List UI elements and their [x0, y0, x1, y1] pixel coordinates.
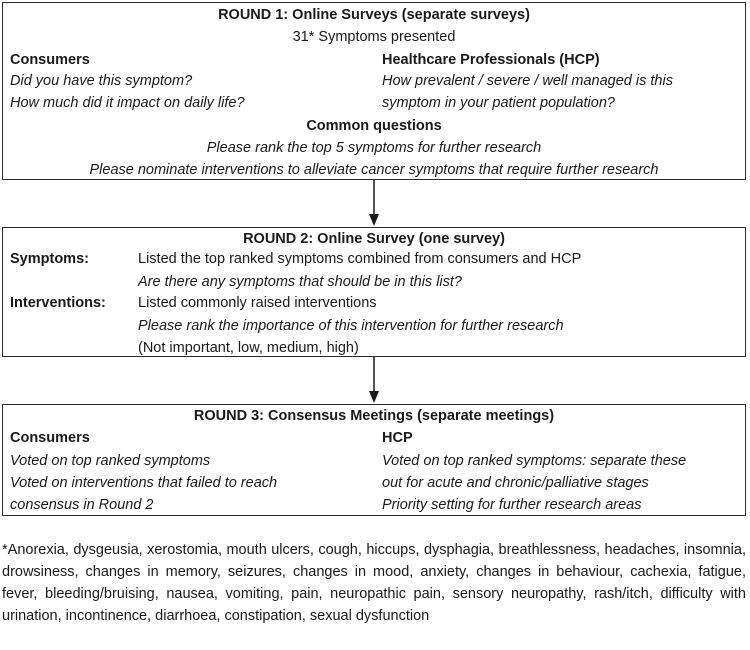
round3-consumers-line1: Voted on top ranked symptoms: [10, 453, 211, 469]
round1-common-q2: Please nominate interventions to allevia…: [89, 162, 659, 178]
round3-consumers-line2: Voted on interventions that failed to re…: [10, 475, 278, 491]
round3-hcp-line1: Voted on top ranked symptoms: separate t…: [382, 453, 687, 469]
round1-subtitle: 31* Symptoms presented: [292, 29, 456, 45]
round3-consumers-heading: Consumers: [10, 430, 90, 446]
round1-title: ROUND 1: Online Surveys (separate survey…: [218, 7, 530, 23]
round3-hcp-line3: Priority setting for further research ar…: [382, 497, 642, 513]
round1-box: ROUND 1: Online Surveys (separate survey…: [2, 2, 746, 180]
round1-hcp-heading: Healthcare Professionals (HCP): [382, 52, 600, 68]
round2-title: ROUND 2: Online Survey (one survey): [243, 231, 505, 247]
round2-box: ROUND 2: Online Survey (one survey) Symp…: [2, 227, 746, 357]
round1-hcp-question-line2: symptom in your patient population?: [382, 95, 615, 111]
round1-consumers-q2: How much did it impact on daily life?: [10, 95, 245, 111]
round3-consumers-line3: consensus in Round 2: [10, 497, 154, 513]
round2-symptoms-text: Listed the top ranked symptoms combined …: [138, 251, 582, 267]
round3-title: ROUND 3: Consensus Meetings (separate me…: [193, 408, 555, 424]
round2-interventions-text: Listed commonly raised interventions: [138, 295, 377, 311]
round2-symptoms-label: Symptoms:: [10, 251, 89, 267]
round3-hcp-line2: out for acute and chronic/palliative sta…: [382, 475, 649, 491]
round1-consumers-q1: Did you have this symptom?: [10, 73, 193, 89]
round2-symptoms-question: Are there any symptoms that should be in…: [138, 274, 462, 290]
round2-interventions-question: Please rank the importance of this inter…: [138, 318, 564, 334]
arrow-round1-to-round2: [369, 180, 379, 226]
round2-interventions-label: Interventions:: [10, 295, 106, 311]
round1-hcp-question-line1: How prevalent / severe / well managed is…: [382, 73, 673, 89]
round1-common-heading: Common questions: [306, 118, 442, 134]
round2-interventions-scale: (Not important, low, medium, high): [138, 340, 359, 356]
symptom-footnote: *Anorexia, dysgeusia, xerostomia, mouth …: [2, 542, 746, 624]
round3-hcp-heading: HCP: [382, 430, 413, 446]
arrow-round2-to-round3: [369, 357, 379, 403]
round1-consumers-heading: Consumers: [10, 52, 90, 68]
round1-common-q1: Please rank the top 5 symptoms for furth…: [206, 140, 542, 156]
round3-box: ROUND 3: Consensus Meetings (separate me…: [2, 404, 746, 516]
